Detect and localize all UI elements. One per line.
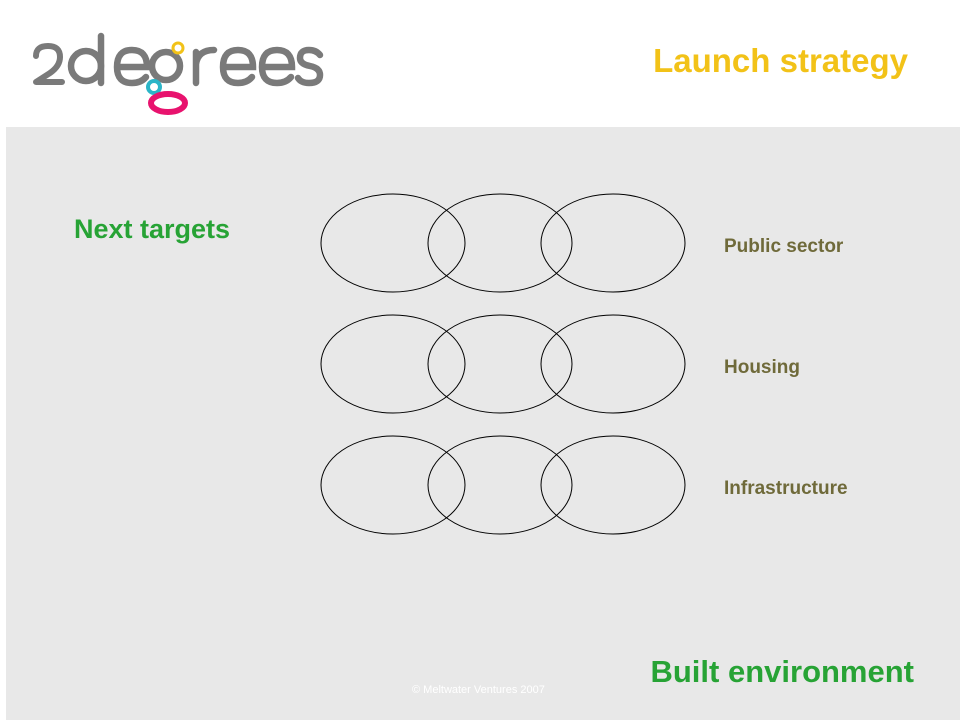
circle-left (320, 435, 466, 535)
row-label-public-sector: Public sector (724, 236, 844, 257)
row-label-infrastructure: Infrastructure (724, 478, 848, 499)
row-label-housing: Housing (724, 357, 800, 378)
venn-row-public-sector (320, 193, 686, 293)
circle-middle (427, 314, 573, 414)
next-targets-heading: Next targets (74, 214, 231, 244)
built-environment-heading: Built environment (650, 654, 914, 689)
2degrees-logo (33, 32, 324, 115)
copyright-notice: © Meltwater Ventures 2007 (412, 684, 545, 696)
circle-left (320, 193, 466, 293)
circle-right (540, 314, 686, 414)
venn-row-housing (320, 314, 686, 414)
circle-middle (427, 435, 573, 535)
circle-left (320, 314, 466, 414)
slide-title: Launch strategy (653, 42, 908, 79)
circle-right (540, 193, 686, 293)
header: Launch strategy (0, 0, 960, 127)
content-area (6, 127, 960, 720)
circle-middle (427, 193, 573, 293)
venn-row-infrastructure (320, 435, 686, 535)
circle-right (540, 435, 686, 535)
